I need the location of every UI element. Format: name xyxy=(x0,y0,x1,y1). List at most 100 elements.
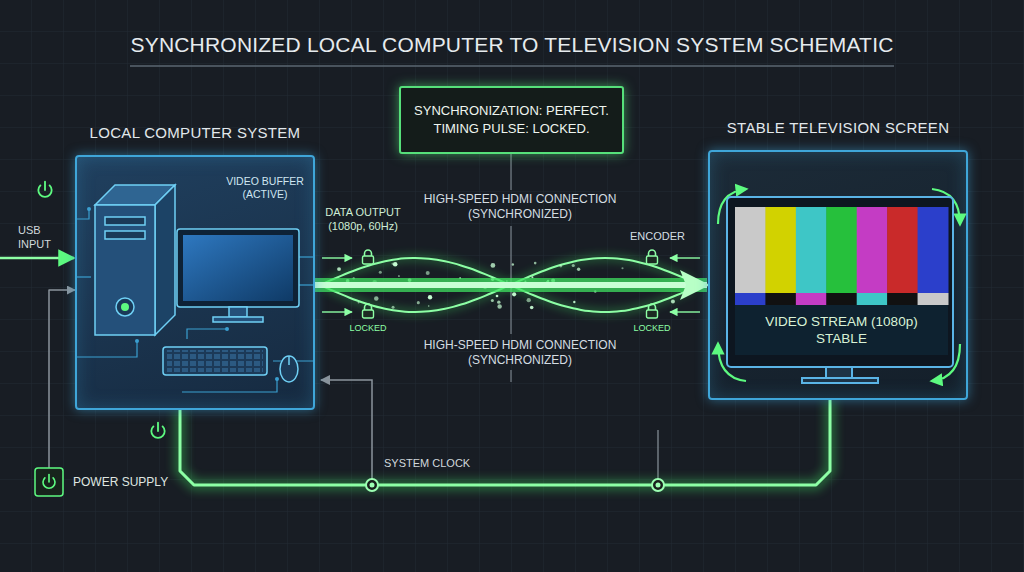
status-text: SYNCHRONIZATION: PERFECT. xyxy=(414,102,609,120)
clock-dots xyxy=(366,479,664,491)
circle-shape xyxy=(391,263,393,265)
rect-shape xyxy=(735,293,766,305)
rect-shape xyxy=(183,235,293,301)
circle-shape xyxy=(671,300,675,304)
path-shape xyxy=(77,341,137,357)
hdmi-beam xyxy=(315,285,707,286)
circle-shape xyxy=(621,267,623,269)
circle-shape xyxy=(512,263,514,265)
rect-shape xyxy=(35,468,63,496)
lock-icon xyxy=(647,304,658,318)
circle-shape xyxy=(530,306,534,310)
keyboard xyxy=(163,347,267,375)
clock-label: SYSTEM CLOCK xyxy=(384,457,484,471)
clock-wire xyxy=(321,380,658,480)
circle-shape xyxy=(87,207,91,211)
rect-shape xyxy=(213,317,263,322)
diagram-title: SYNCHRONIZED LOCAL COMPUTER TO TELEVISIO… xyxy=(130,33,893,57)
tv-frame xyxy=(727,197,953,383)
ellipse-shape xyxy=(280,356,298,382)
panel-heading: LOCAL COMPUTER SYSTEM xyxy=(90,124,301,141)
path-shape xyxy=(0,254,74,263)
circle-shape xyxy=(275,377,279,381)
circle-shape xyxy=(225,327,229,331)
rect-shape xyxy=(802,378,878,383)
rect-shape xyxy=(95,205,155,335)
power-icon xyxy=(38,182,51,197)
tower-case xyxy=(95,185,175,335)
rect-shape xyxy=(857,207,888,293)
status-text: TIMING PULSE: LOCKED. xyxy=(433,120,589,138)
circle-shape xyxy=(534,262,537,265)
rect-shape xyxy=(765,293,796,305)
circle-shape xyxy=(572,264,575,267)
path-shape xyxy=(670,311,700,312)
polygon-shape xyxy=(155,185,175,335)
panel-heading: STABLE TELEVISION SCREEN xyxy=(727,119,950,136)
power-wire-stroke xyxy=(49,290,75,468)
power-label: POWER SUPPLY xyxy=(35,468,175,496)
circle-shape xyxy=(417,301,420,304)
circle-shape xyxy=(370,483,375,488)
path-shape xyxy=(77,209,89,219)
path-shape xyxy=(0,257,74,260)
computer-panel: LOCAL COMPUTER SYSTEMVIDEO BUFFER (ACTIV… xyxy=(75,155,315,410)
rect-shape xyxy=(918,293,949,305)
rect-shape xyxy=(796,293,827,305)
path-shape xyxy=(657,430,658,480)
power-icon xyxy=(151,423,164,438)
usb-input-wire xyxy=(0,258,74,259)
rect-shape xyxy=(918,207,949,293)
path-shape xyxy=(182,379,277,392)
rect-shape xyxy=(735,305,948,355)
rect-shape xyxy=(735,207,766,293)
clock-line xyxy=(180,400,830,485)
inward-arrows xyxy=(322,258,700,312)
hdmi-beam-stroke xyxy=(315,278,707,292)
rect-shape xyxy=(826,367,852,378)
circle-shape xyxy=(573,301,575,303)
rect-shape xyxy=(105,217,145,225)
circle-shape xyxy=(497,300,500,303)
path-shape xyxy=(670,257,700,258)
clock-line-stroke xyxy=(180,400,830,485)
path-shape xyxy=(322,311,352,312)
line-shape xyxy=(288,356,290,365)
rect-shape xyxy=(826,207,857,293)
monitor xyxy=(177,229,299,322)
path-shape xyxy=(77,276,91,277)
input-label: USB INPUT xyxy=(18,224,70,252)
path-shape xyxy=(299,256,313,257)
rect-shape xyxy=(887,207,918,293)
rect-shape xyxy=(105,231,145,239)
path-shape xyxy=(187,329,227,339)
circle-shape xyxy=(116,298,134,316)
path-shape xyxy=(299,284,313,285)
circle-shape xyxy=(497,304,501,308)
tv-screen: VIDEO STREAM (1080p) STABLE xyxy=(735,207,948,355)
circle-shape xyxy=(656,483,661,488)
line-shape xyxy=(511,154,512,190)
status-box: SYNCHRONIZATION: PERFECT.TIMING PULSE: L… xyxy=(399,86,624,154)
rect-shape xyxy=(727,197,953,367)
rect-shape xyxy=(167,350,263,372)
circle-shape xyxy=(392,306,395,309)
rect-shape xyxy=(177,229,299,307)
circle-shape xyxy=(121,303,129,311)
hdmi-beam-stroke xyxy=(315,270,707,300)
use-shape xyxy=(43,475,55,489)
circle-shape xyxy=(652,479,664,491)
circle-shape xyxy=(491,263,496,268)
path-shape xyxy=(322,257,352,258)
lock-icon xyxy=(363,304,374,318)
circle-shape xyxy=(135,339,139,343)
power-wire xyxy=(49,290,75,468)
path-shape xyxy=(321,380,372,480)
lock-label: LOCKED xyxy=(632,323,672,334)
connection-label: HIGH-SPEED HDMI CONNECTION (SYNCHRONIZED… xyxy=(405,192,635,222)
power-supply: POWER SUPPLY xyxy=(35,468,175,496)
circle-shape xyxy=(559,265,562,268)
clock-line-stroke xyxy=(180,400,830,485)
lock-icon xyxy=(363,250,374,264)
rect-shape xyxy=(887,293,918,305)
